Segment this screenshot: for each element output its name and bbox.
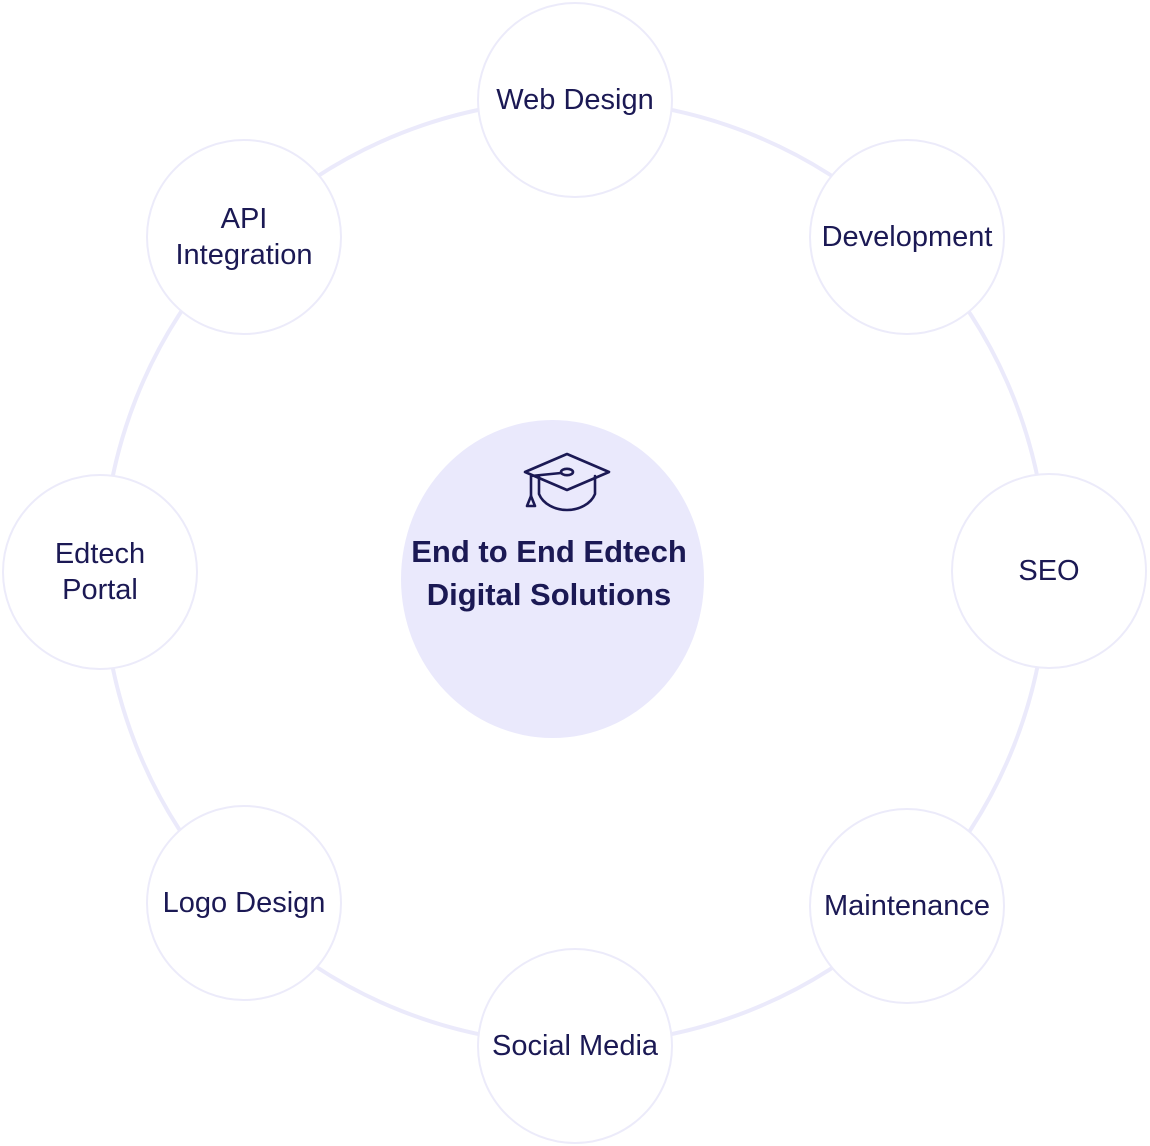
node-development: Development [809,139,1005,335]
node-api-integration-label-line2: Integration [175,239,313,271]
node-web-design: Web Design [477,2,673,198]
node-edtech-portal-label-line2: Portal [62,574,138,606]
central-hub-title-line1: End to End Edtech [411,534,687,569]
node-logo-design: Logo Design [146,805,342,1001]
node-social-media: Social Media [477,948,673,1144]
central-hub: End to End Edtech Digital Solutions [401,420,704,738]
node-development-label: Development [821,221,993,253]
node-social-media-label: Social Media [491,1030,659,1062]
node-api-integration-label-line1: API [220,203,268,235]
node-api-integration: API Integration [146,139,342,335]
node-edtech-portal-label: Edtech Portal [55,536,145,608]
node-seo: SEO [951,473,1147,669]
central-hub-title-line2: Digital Solutions [426,577,672,612]
node-web-design-label: Web Design [496,84,654,116]
node-seo-label: SEO [1018,555,1080,587]
node-logo-design-label: Logo Design [162,887,326,919]
node-api-integration-label: API Integration [175,201,312,273]
central-hub-title: End to End Edtech Digital Solutions [384,530,714,616]
node-maintenance: Maintenance [809,808,1005,1004]
node-maintenance-label: Maintenance [823,890,991,922]
graduation-cap-icon [523,452,611,512]
node-edtech-portal-label-line1: Edtech [54,538,146,570]
node-edtech-portal: Edtech Portal [2,474,198,670]
